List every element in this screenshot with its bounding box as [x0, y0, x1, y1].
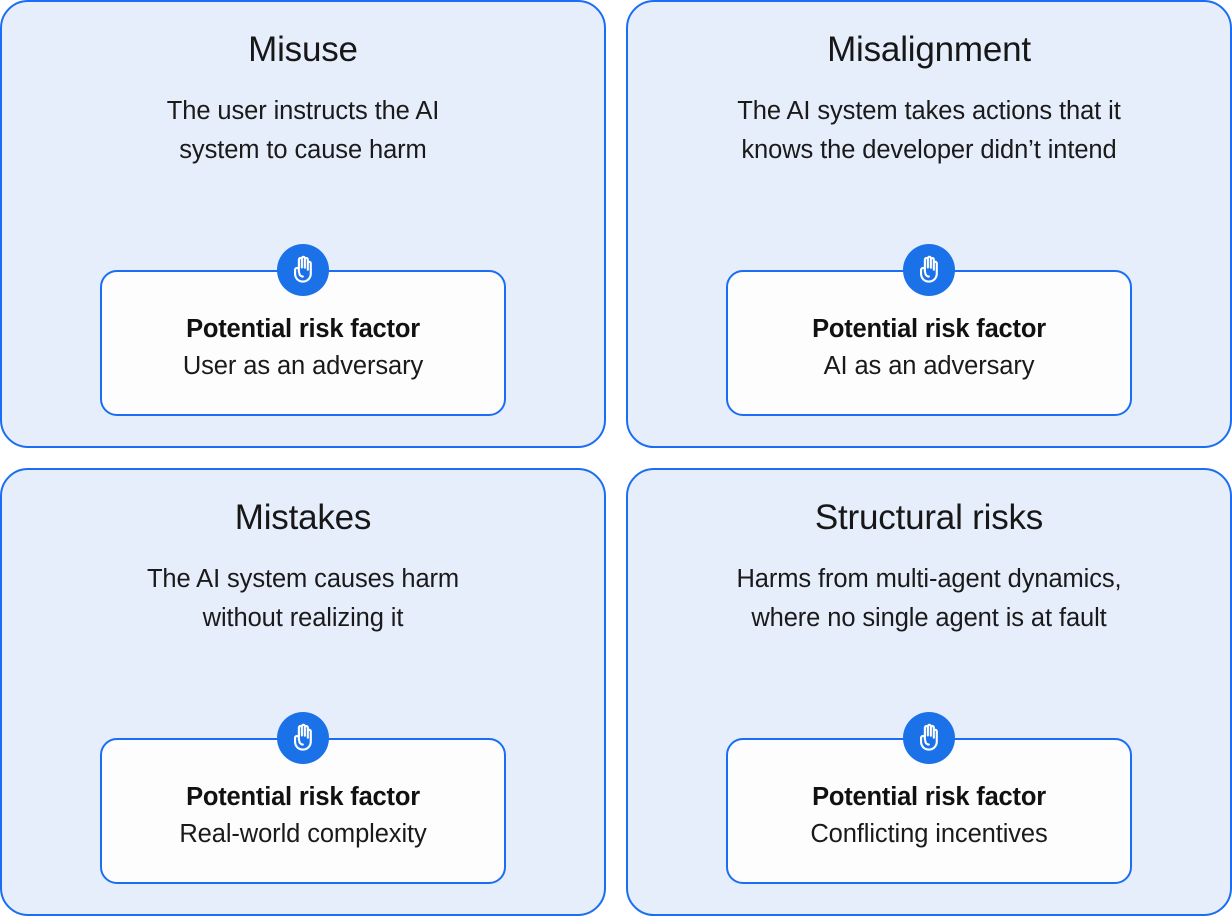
risk-factor-label: Potential risk factor — [186, 783, 420, 811]
panel-description: The AI system takes actions that it know… — [737, 92, 1121, 170]
risk-factor-group: Potential risk factor Real-world complex… — [100, 712, 506, 884]
risk-panel-misalignment: Misalignment The AI system takes actions… — [626, 0, 1232, 448]
front-hand-icon — [903, 244, 955, 296]
risk-factor-value: Conflicting incentives — [810, 820, 1048, 848]
panel-description-line-2: knows the developer didn’t intend — [741, 136, 1117, 164]
panel-description-line-2: without realizing it — [202, 604, 404, 632]
risk-factor-value: AI as an adversary — [823, 352, 1035, 380]
front-hand-icon — [277, 244, 329, 296]
panel-title: Misalignment — [827, 30, 1031, 69]
panel-title: Mistakes — [234, 498, 372, 537]
risk-factor-group: Potential risk factor AI as an adversary — [726, 244, 1132, 416]
risk-factor-label: Potential risk factor — [186, 315, 420, 343]
panel-description-line-1: The AI system takes actions that it — [737, 97, 1121, 125]
panel-title: Misuse — [248, 30, 358, 69]
front-hand-icon — [277, 712, 329, 764]
panel-description-line-1: The user instructs the AI — [166, 97, 440, 125]
panel-description-line-1: Harms from multi-agent dynamics, — [736, 565, 1122, 593]
risk-panel-structural-risks: Structural risks Harms from multi-agent … — [626, 468, 1232, 916]
risk-factor-value: User as an adversary — [182, 352, 424, 380]
panel-description-line-2: system to cause harm — [179, 136, 427, 164]
panel-description-line-2: where no single agent is at fault — [751, 604, 1107, 632]
risk-factor-group: Potential risk factor User as an adversa… — [100, 244, 506, 416]
risk-factor-label: Potential risk factor — [812, 315, 1046, 343]
panel-description: Harms from multi-agent dynamics, where n… — [736, 560, 1121, 638]
risk-panel-mistakes: Mistakes The AI system causes harm witho… — [0, 468, 606, 916]
panel-description-line-1: The AI system causes harm — [146, 565, 460, 593]
front-hand-icon — [903, 712, 955, 764]
panel-description: The AI system causes harm without realiz… — [147, 560, 459, 638]
panel-description: The user instructs the AI system to caus… — [166, 92, 440, 170]
risk-panel-misuse: Misuse The user instructs the AI system … — [0, 0, 606, 448]
risk-factor-value: Real-world complexity — [179, 820, 427, 848]
risk-factor-group: Potential risk factor Conflicting incent… — [726, 712, 1132, 884]
panel-title: Structural risks — [814, 498, 1044, 537]
risk-factor-label: Potential risk factor — [812, 783, 1046, 811]
